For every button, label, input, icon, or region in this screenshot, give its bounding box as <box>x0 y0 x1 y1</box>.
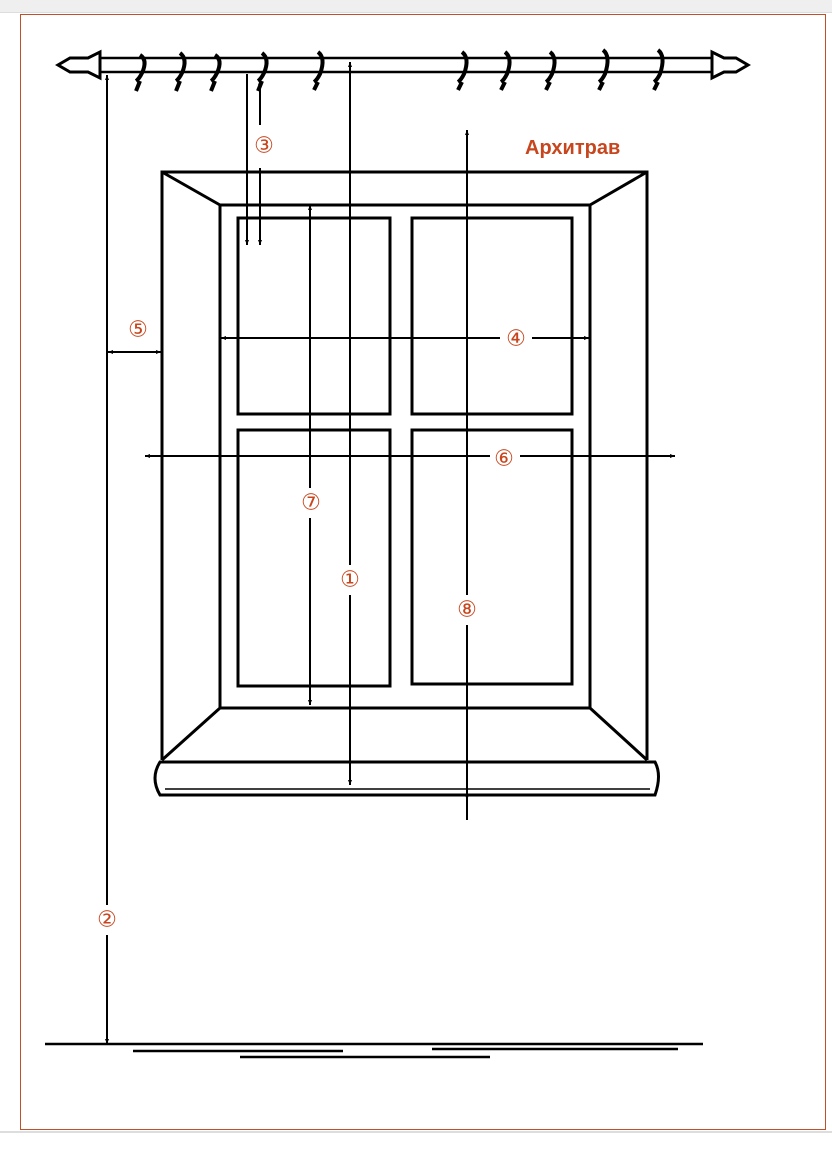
marker-2: ② <box>97 908 117 933</box>
marker-1: ① <box>340 568 360 593</box>
window-sill <box>153 760 660 797</box>
curtain-rings <box>134 48 665 92</box>
architrave-label: Архитрав <box>525 137 620 159</box>
bottom-bar <box>0 1131 832 1133</box>
window <box>153 170 660 797</box>
marker-5: ⑤ <box>128 318 148 343</box>
marker-3: ③ <box>254 134 274 159</box>
top-bar <box>0 0 832 13</box>
marker-7: ⑦ <box>301 491 321 516</box>
pane-bottom-right <box>410 428 574 686</box>
architrave-frame <box>160 170 649 760</box>
marker-6: ⑥ <box>494 447 514 472</box>
drawing-sheet <box>20 14 826 1130</box>
right-finial <box>710 49 751 81</box>
marker-4: ④ <box>506 327 526 352</box>
curtain-rod <box>55 48 751 92</box>
marker-8: ⑧ <box>457 598 477 623</box>
left-finial <box>55 49 102 81</box>
pane-bottom-left <box>236 428 392 688</box>
floor-lines <box>45 1042 703 1059</box>
pane-top-right <box>410 216 574 416</box>
pane-top-left <box>236 216 392 416</box>
